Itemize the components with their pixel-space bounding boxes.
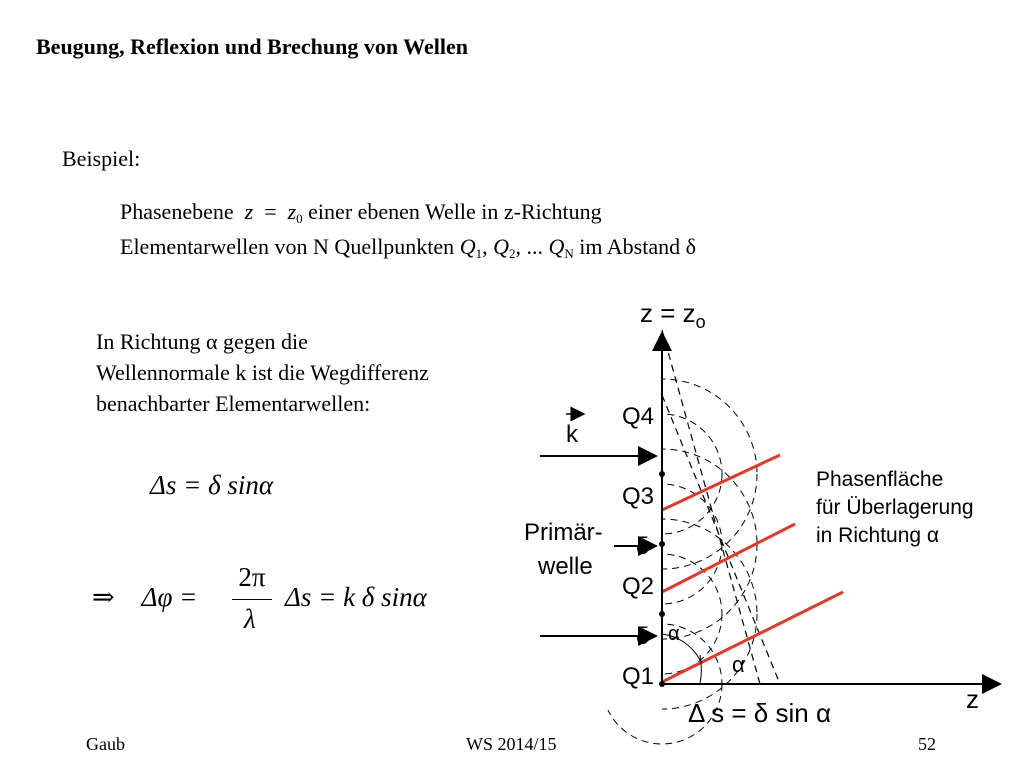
q4-label: Q4 xyxy=(622,403,654,430)
delta-label: δ xyxy=(636,623,649,650)
phase-difference-equation: ⇒ Δφ = xyxy=(92,582,197,613)
q2-symbol: Q xyxy=(493,234,509,259)
qn-subscript: N xyxy=(564,246,574,261)
dashed-direction-line xyxy=(661,394,781,685)
red-phase-line xyxy=(661,453,781,512)
fraction-bar xyxy=(232,599,272,600)
phase-plane-line: Phasenebene z = z0 einer ebenen Welle in… xyxy=(120,199,602,227)
dashed-direction-line xyxy=(661,329,761,685)
q3-label: Q3 xyxy=(622,483,654,510)
line2-suffix: im Abstand δ xyxy=(579,234,696,259)
equals-symbol: = xyxy=(264,199,277,224)
phase-surface-label: für Überlagerung xyxy=(816,496,974,519)
q2-subscript: 2 xyxy=(508,246,516,261)
axis-top-subscript: o xyxy=(696,312,706,332)
paragraph-line: benachbarter Elementarwellen: xyxy=(96,391,371,416)
phase-surface-label: Phasenfläche xyxy=(816,468,943,491)
phase-surface-label: in Richtung α xyxy=(816,524,939,547)
path-difference-equation: Δs = δ sinα xyxy=(150,470,274,500)
z0-symbol: z xyxy=(287,199,297,224)
alpha-arc xyxy=(699,654,702,685)
q2-label: Q2 xyxy=(622,573,654,600)
q1-symbol: Q xyxy=(459,234,476,259)
red-phase-line xyxy=(661,522,796,594)
footer-semester: WS 2014/15 xyxy=(466,734,557,754)
phase-rhs: Δs = k δ sinα xyxy=(285,582,427,612)
source-points xyxy=(659,471,665,687)
axis-right-label: z xyxy=(966,684,979,714)
footer-page-number: 52 xyxy=(918,734,936,754)
z0-subscript: 0 xyxy=(296,211,303,226)
alpha-label: α xyxy=(668,623,680,645)
k-label: k xyxy=(566,421,579,448)
line1-suffix: einer ebenen Welle in z-Richtung xyxy=(308,199,602,224)
delta-label: δ xyxy=(636,533,649,560)
alpha-label: α xyxy=(732,652,745,677)
qn-symbol: Q xyxy=(548,234,565,259)
primary-wave-label-2: welle xyxy=(537,553,593,580)
footer-author: Gaub xyxy=(86,734,125,754)
bottom-formula: Δ s = δ sin α xyxy=(688,698,831,728)
q1-subscript: 1 xyxy=(475,246,483,261)
ellipsis: ... xyxy=(526,234,543,259)
line1-prefix: Phasenebene xyxy=(120,199,234,224)
red-phase-line xyxy=(661,590,844,684)
path-difference-paragraph: In Richtung α gegen die Wellennormale k … xyxy=(96,326,429,419)
z-symbol: z xyxy=(244,199,254,224)
elementary-waves-line: Elementarwellen von N Quellpunkten Q1, Q… xyxy=(120,234,696,261)
axis-top-text: z = z xyxy=(640,298,696,328)
line2-prefix: Elementarwellen von N Quellpunkten xyxy=(120,234,455,259)
axis-top-label: z = zo xyxy=(640,298,706,332)
fraction-denominator: λ xyxy=(244,604,256,634)
implies-symbol: ⇒ xyxy=(92,582,115,612)
paragraph-line: Wellennormale k ist die Wegdifferenz xyxy=(96,360,429,385)
page-title: Beugung, Reflexion und Brechung von Well… xyxy=(36,34,468,59)
alpha-arc xyxy=(661,633,701,661)
example-heading: Beispiel: xyxy=(62,146,141,171)
paragraph-line: In Richtung α gegen die xyxy=(96,329,308,354)
q1-label: Q1 xyxy=(622,663,654,690)
primary-wave-label-1: Primär- xyxy=(524,519,603,546)
fraction-numerator: 2π xyxy=(238,562,266,592)
phase-lhs: Δφ = xyxy=(141,582,198,612)
